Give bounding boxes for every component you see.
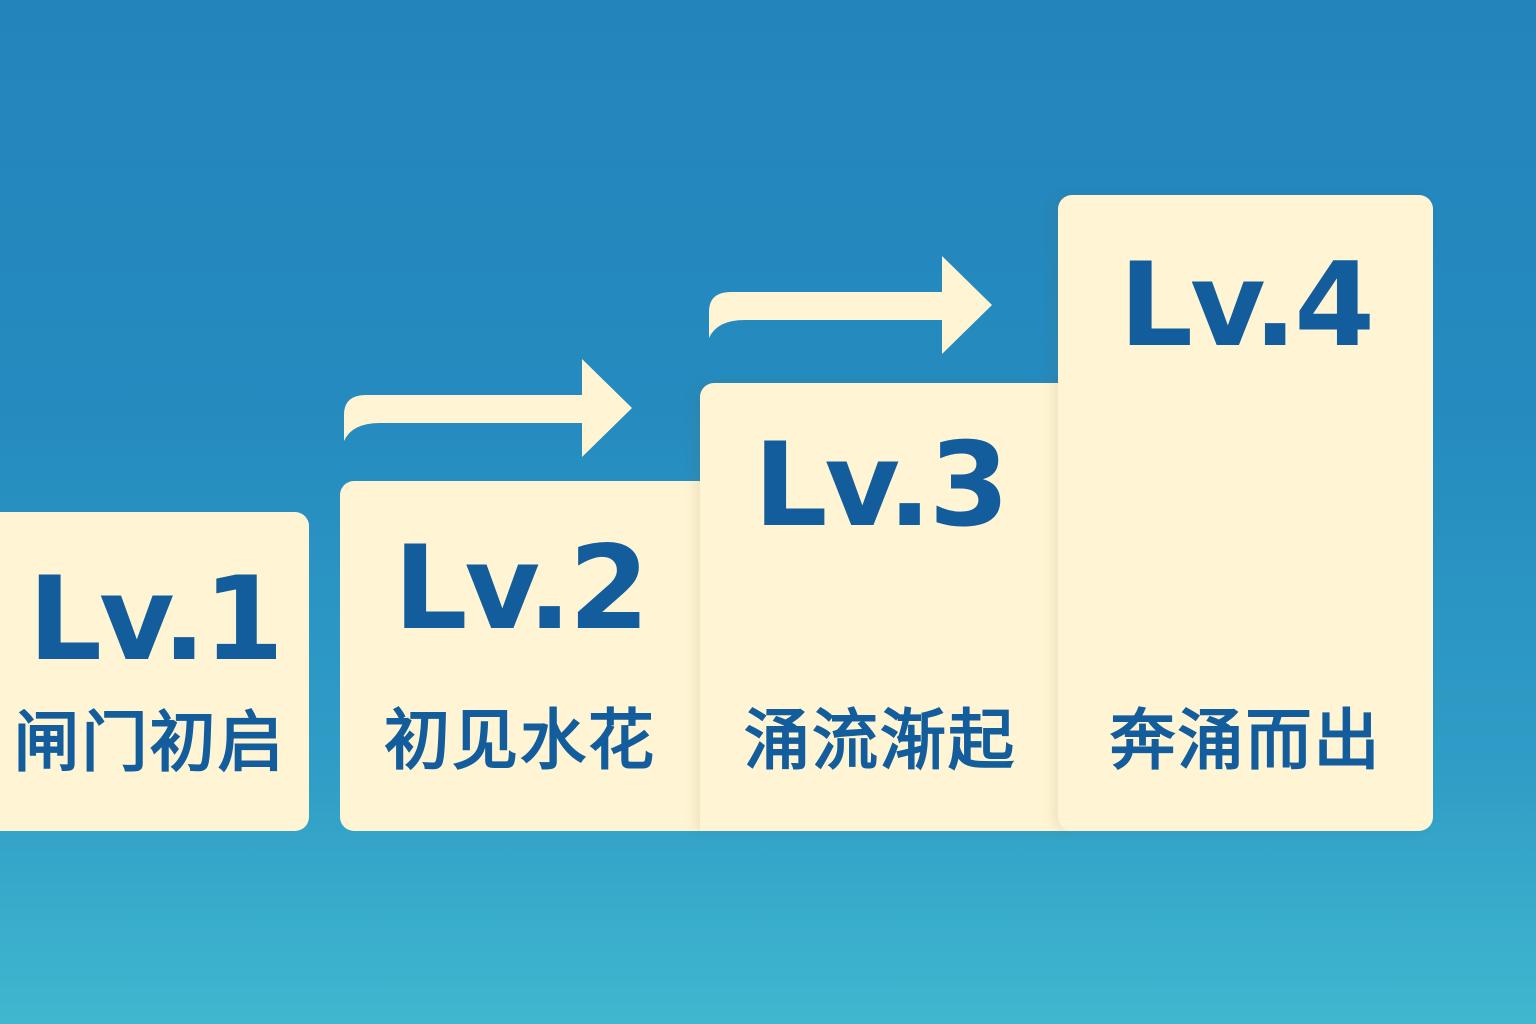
level-caption: 奔涌而出 xyxy=(1109,702,1382,779)
level-label: Lv.3 xyxy=(753,418,1010,553)
level-label: Lv.4 xyxy=(1119,238,1375,373)
step-card-level-3: Lv.3 涌流渐起 xyxy=(700,383,1072,831)
arrow-right-icon xyxy=(709,256,992,354)
step-card-level-4: Lv.4 奔涌而出 xyxy=(1058,195,1433,831)
level-caption: 涌流渐起 xyxy=(744,702,1016,779)
step-card-level-2: Lv.2 初见水花 xyxy=(340,481,712,831)
level-caption: 闸门初启 xyxy=(13,704,286,781)
level-caption: 初见水花 xyxy=(384,702,656,779)
step-card-level-1: Lv.1 闸门初启 xyxy=(0,512,309,831)
arrow-right-icon xyxy=(344,359,632,457)
level-label: Lv.1 xyxy=(28,552,284,687)
level-label: Lv.2 xyxy=(393,521,650,656)
